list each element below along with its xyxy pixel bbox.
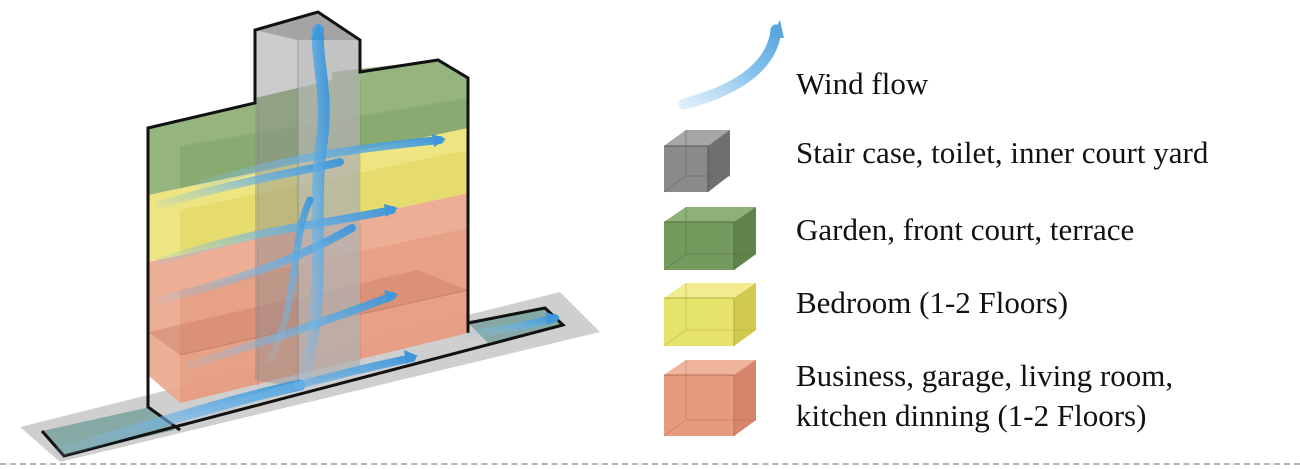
legend-label-staircase: Stair case, toilet, inner court yard [796, 135, 1209, 170]
legend-label-business-line-1: Business, garage, living room, [796, 358, 1174, 393]
legend-label-wind-flow: Wind flow [796, 66, 929, 101]
yellow-box-icon [663, 283, 756, 347]
wind-arrow-icon [678, 20, 784, 110]
legend-label-business-line-2: kitchen dinning (1-2 Floors) [796, 398, 1147, 433]
salmon-box-icon [663, 360, 756, 437]
gray-box-icon [663, 130, 730, 193]
bottom-dashed-divider [0, 463, 1300, 465]
legend-label-bedroom: Bedroom (1-2 Floors) [796, 285, 1069, 320]
building-outline [146, 10, 470, 432]
green-box-icon [663, 207, 756, 271]
wind-flow-arrows [54, 24, 560, 458]
legend-label-garden: Garden, front court, terrace [796, 212, 1135, 247]
